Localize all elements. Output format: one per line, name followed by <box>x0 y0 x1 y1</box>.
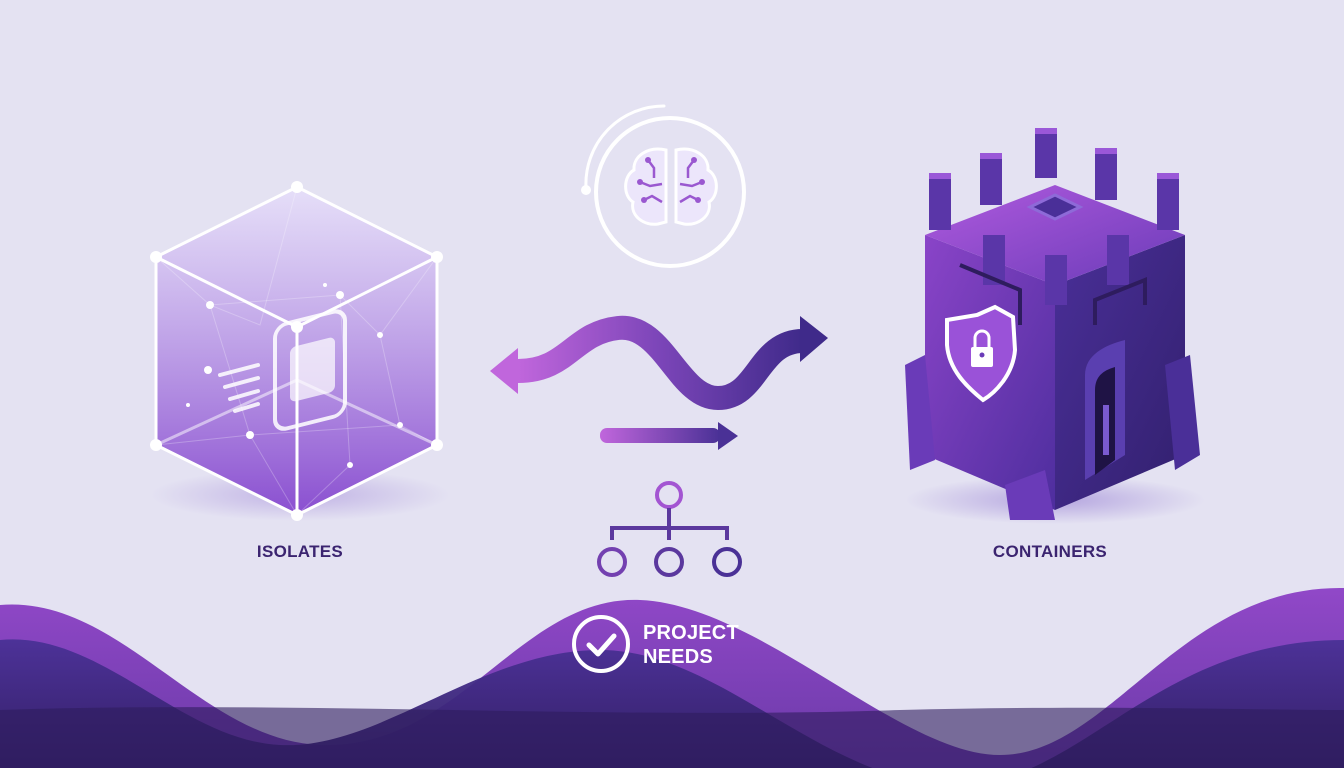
castle-tower-shield-icon <box>905 128 1205 524</box>
brain-circuit-icon <box>581 104 746 268</box>
bidirectional-wavy-arrow-icon <box>490 315 828 411</box>
wave-background <box>0 587 1344 768</box>
project-needs-line1: PROJECT <box>643 622 739 644</box>
cube-chip-icon <box>150 181 450 521</box>
containers-label: CONTAINERS <box>992 542 1108 561</box>
checkmark-circle-icon <box>572 615 630 673</box>
org-tree-icon <box>597 481 742 577</box>
project-needs-label: PROJECT NEEDS <box>643 621 739 669</box>
isolates-label: ISOLATES <box>256 542 344 561</box>
project-needs-line2: NEEDS <box>643 646 713 668</box>
right-arrow-icon <box>600 422 738 450</box>
